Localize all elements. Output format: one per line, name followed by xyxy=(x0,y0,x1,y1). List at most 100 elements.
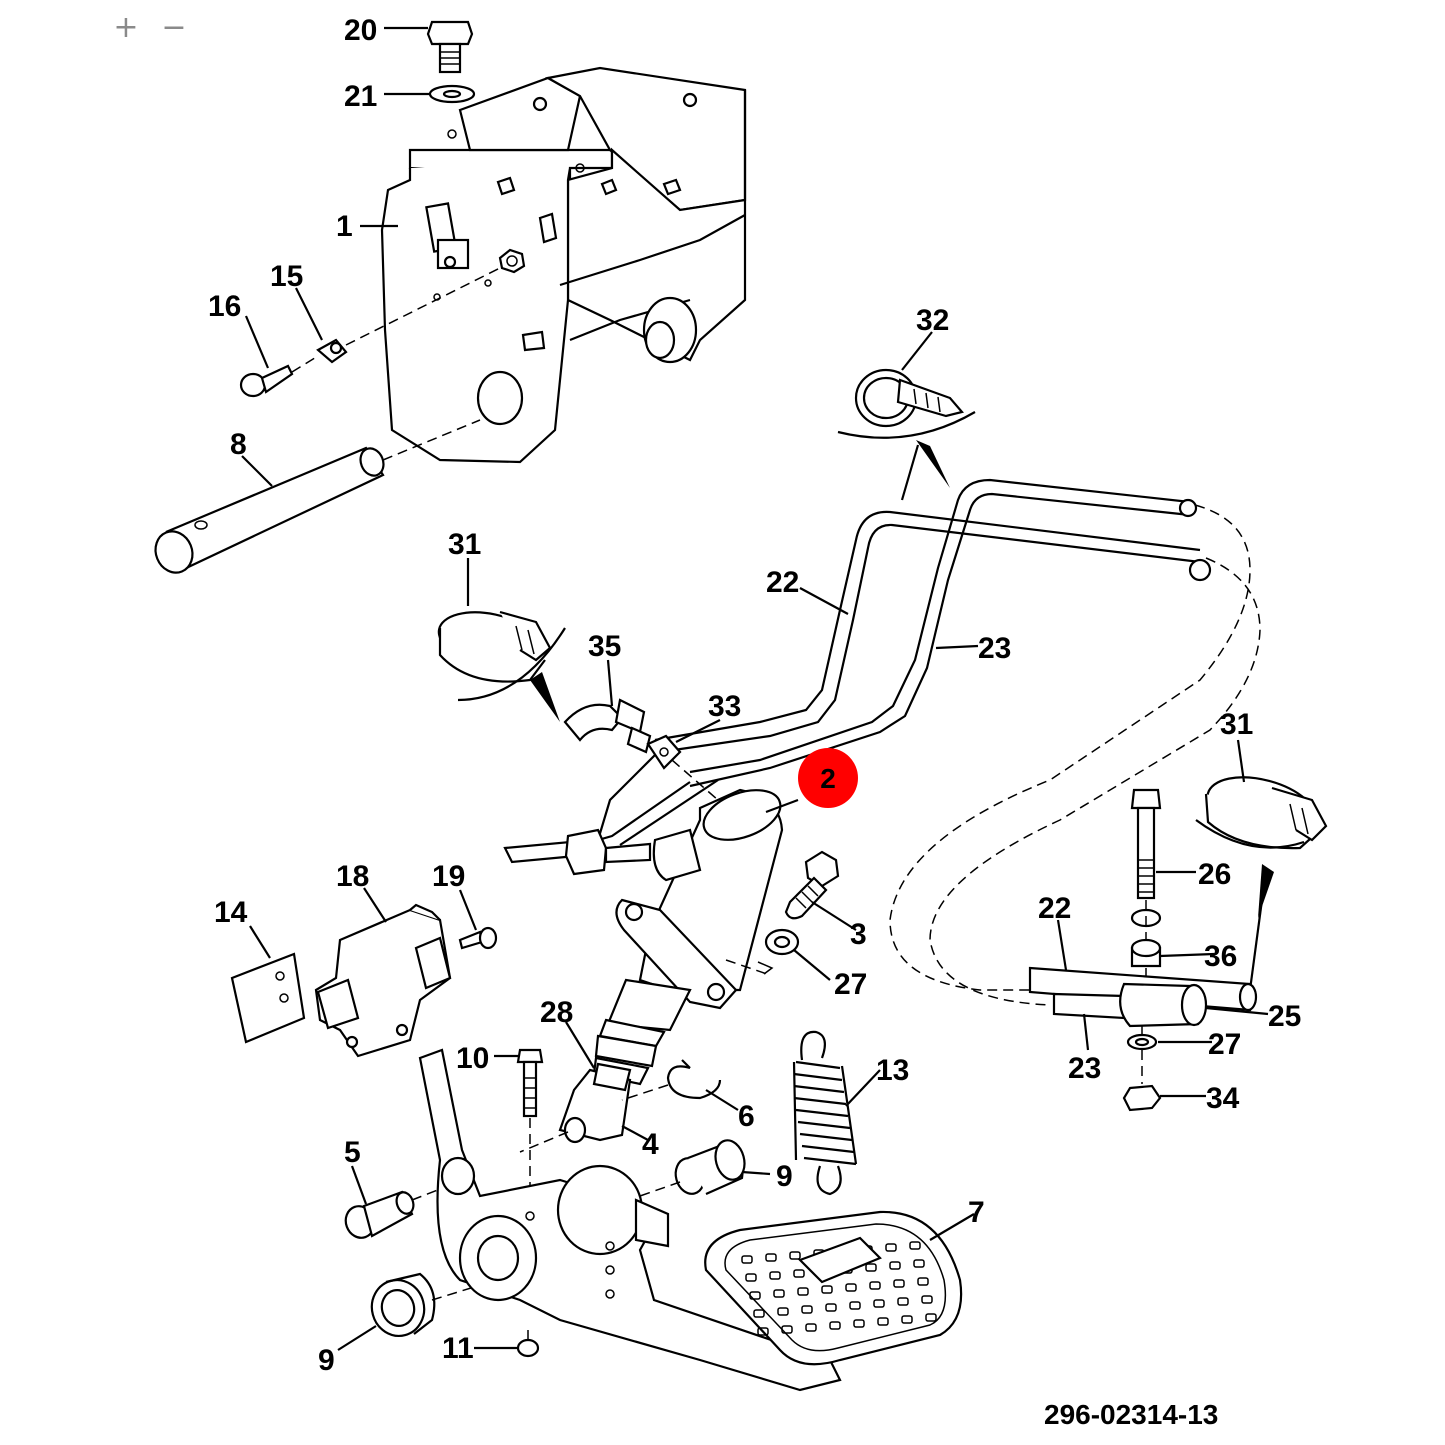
callout-14[interactable]: 14 xyxy=(214,896,248,929)
callout-4[interactable]: 4 xyxy=(642,1128,659,1161)
nut-part-34 xyxy=(1122,1084,1162,1112)
callout-21[interactable]: 21 xyxy=(344,80,377,113)
clip-part-15 xyxy=(316,338,348,364)
bolt-part-26 xyxy=(1130,788,1162,900)
tee-connector-part-25 xyxy=(1028,966,1258,1028)
callout-25[interactable]: 25 xyxy=(1268,1000,1301,1033)
pad-stud xyxy=(801,1305,813,1314)
pivot-shaft-part-8 xyxy=(154,446,385,574)
callout-6[interactable]: 6 xyxy=(738,1100,755,1133)
highlight-label: 2 xyxy=(820,763,836,794)
callout-28[interactable]: 28 xyxy=(540,996,573,1029)
callout-35[interactable]: 35 xyxy=(588,630,621,663)
callout-22-lower[interactable]: 22 xyxy=(1038,892,1071,925)
bolt-part-3 xyxy=(784,850,840,920)
screw-part-16 xyxy=(239,364,294,398)
screw-part-19 xyxy=(458,926,498,950)
callout-36[interactable]: 36 xyxy=(1204,940,1237,973)
highlight-marker-part-2[interactable]: 2 xyxy=(765,748,858,814)
callout-23-lower[interactable]: 23 xyxy=(1068,1052,1101,1085)
callout-16[interactable]: 16 xyxy=(208,290,241,323)
pad-stud xyxy=(873,1299,885,1308)
retaining-clip-part-6 xyxy=(666,1059,722,1100)
callout-10[interactable]: 10 xyxy=(456,1042,489,1075)
callout-27-right[interactable]: 27 xyxy=(1208,1028,1241,1061)
pad-stud xyxy=(877,1317,889,1326)
pad-stud xyxy=(853,1319,865,1328)
bushing-part-9-upper xyxy=(674,1139,746,1196)
pad-stud xyxy=(797,1287,809,1296)
callout-27-left[interactable]: 27 xyxy=(834,968,867,1001)
bolt-part-10 xyxy=(516,1048,544,1118)
callout-20[interactable]: 20 xyxy=(344,14,377,47)
callout-22-upper[interactable]: 22 xyxy=(766,566,799,599)
pad-stud xyxy=(789,1251,801,1260)
pad-stud xyxy=(765,1253,777,1262)
pad-stud xyxy=(821,1285,833,1294)
callout-19[interactable]: 19 xyxy=(432,860,465,893)
pad-stud xyxy=(753,1309,765,1318)
callout-labels: 20 21 1 15 16 8 32 31 22 23 35 33 31 18 … xyxy=(208,14,1301,1377)
callout-8[interactable]: 8 xyxy=(230,428,247,461)
zoom-in-button[interactable]: + xyxy=(113,10,139,45)
clamp-part-31-upper xyxy=(437,610,552,683)
pad-stud xyxy=(745,1273,757,1282)
pad-stud xyxy=(849,1301,861,1310)
callout-15[interactable]: 15 xyxy=(270,260,303,293)
pad-stud xyxy=(901,1315,913,1324)
callout-18[interactable]: 18 xyxy=(336,860,369,893)
pad-stud xyxy=(865,1263,877,1272)
callout-9-upper[interactable]: 9 xyxy=(776,1160,793,1193)
callout-5[interactable]: 5 xyxy=(344,1136,361,1169)
pad-stud xyxy=(889,1261,901,1270)
callout-31-lower[interactable]: 31 xyxy=(1220,708,1253,741)
drawing-number: 296-02314-13 xyxy=(1044,1399,1218,1430)
pedal-arm xyxy=(418,1048,842,1392)
spacer-part-36 xyxy=(1130,938,1162,968)
bolt-part-20 xyxy=(426,20,474,74)
pad-stud xyxy=(913,1259,925,1268)
callout-32[interactable]: 32 xyxy=(916,304,949,337)
pad-stud xyxy=(869,1281,881,1290)
callout-1[interactable]: 1 xyxy=(336,210,353,243)
callout-26[interactable]: 26 xyxy=(1198,858,1231,891)
cable-tie-part-32 xyxy=(854,368,964,428)
shim-plate-part-14 xyxy=(230,952,306,1044)
pad-stud xyxy=(909,1241,921,1250)
pipe-fitting-part-35 xyxy=(563,698,652,754)
brake-pipe-part-22 xyxy=(654,478,1212,788)
return-spring-part-13 xyxy=(792,1030,858,1196)
pad-stud xyxy=(781,1325,793,1334)
brake-switch-part-18 xyxy=(314,903,452,1058)
pad-stud xyxy=(773,1289,785,1298)
washer-part-21 xyxy=(428,84,476,104)
screw-part-11 xyxy=(516,1330,540,1358)
pad-stud xyxy=(805,1323,817,1332)
clevis-part-4 xyxy=(558,1062,632,1144)
callout-3[interactable]: 3 xyxy=(850,918,867,951)
callout-33[interactable]: 33 xyxy=(708,690,741,723)
pad-stud xyxy=(741,1255,753,1264)
zoom-out-button[interactable]: − xyxy=(161,10,187,45)
pad-stud xyxy=(829,1321,841,1330)
pedal-bracket-part-1 xyxy=(380,66,747,464)
pad-stud xyxy=(757,1327,769,1336)
pad-stud xyxy=(793,1269,805,1278)
clamp-part-31-lower xyxy=(1204,776,1328,850)
pad-stud xyxy=(921,1295,933,1304)
callout-34[interactable]: 34 xyxy=(1206,1082,1240,1115)
callout-31-upper[interactable]: 31 xyxy=(448,528,481,561)
pad-stud xyxy=(845,1283,857,1292)
pad-stud xyxy=(885,1243,897,1252)
callout-7[interactable]: 7 xyxy=(968,1196,985,1229)
pad-stud xyxy=(893,1279,905,1288)
callout-13[interactable]: 13 xyxy=(876,1054,909,1087)
washer-part-27 xyxy=(764,928,800,956)
callout-11[interactable]: 11 xyxy=(442,1332,474,1365)
callout-9-lower[interactable]: 9 xyxy=(318,1344,335,1377)
pad-stud xyxy=(749,1291,761,1300)
callout-23-upper[interactable]: 23 xyxy=(978,632,1011,665)
pin-part-5 xyxy=(344,1190,415,1239)
pedal-pad-part-7 xyxy=(704,1210,963,1366)
